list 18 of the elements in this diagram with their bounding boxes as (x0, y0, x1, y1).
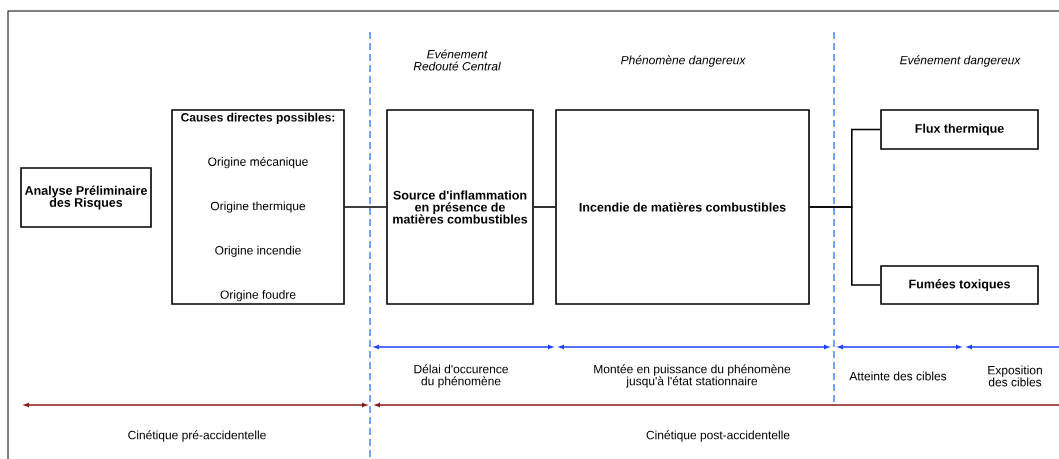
effect-box: Fumées toxiques (880, 265, 1039, 305)
phase-label: Phénomène dangereux (621, 55, 746, 67)
connector-line (344, 206, 387, 208)
causes-box: Causes directes possibles: Origine mécanique Origine thermique Origine incendie Origine foudre (171, 109, 345, 305)
duration-label: Délai d'occurence du phénomène (414, 364, 508, 388)
duration-label: Exposition des cibles (988, 365, 1042, 387)
duration-label: Cinétique pré-accidentelle (128, 430, 266, 442)
connector-line (533, 206, 556, 208)
phase-label: Evénement Redouté Central (413, 49, 501, 71)
connector-line (809, 206, 881, 286)
effect-box: Flux thermique (880, 109, 1039, 150)
duration-label: Atteinte des cibles (849, 371, 947, 381)
process-box: Analyse Préliminaire des Risques (20, 167, 152, 228)
process-box: Incendie de matières combustibles (555, 109, 810, 305)
process-box: Source d'inflammation en présence de matières combustibles (386, 109, 534, 305)
phase-label: Evénement dangereux (900, 55, 1021, 67)
duration-label: Montée en puissance du phénomène jusqu'à l'état stationnaire (594, 364, 791, 388)
duration-label: Cinétique post-accidentelle (646, 430, 790, 442)
